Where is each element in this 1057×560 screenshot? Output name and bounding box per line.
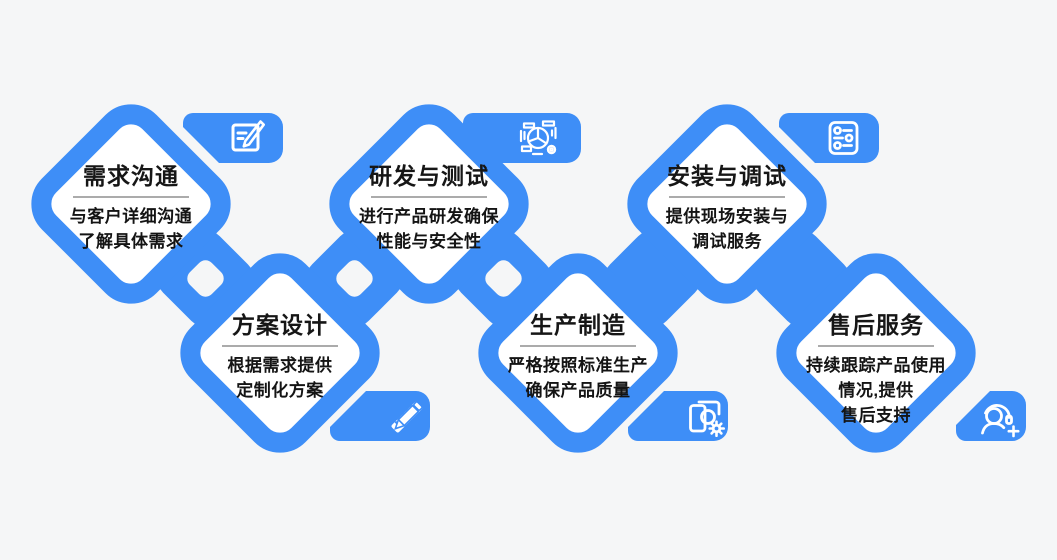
node-2-badge — [330, 391, 430, 441]
connector-hole-3-4 — [485, 260, 522, 297]
node-3-description: 进行产品研发确保 性能与安全性 — [334, 204, 524, 254]
node-1-divider — [73, 196, 189, 198]
node-6-divider — [818, 345, 934, 347]
node-4-title: 生产制造 — [530, 312, 626, 338]
desc-line: 了解具体需求 — [78, 232, 184, 251]
node-1-diamond — [31, 104, 231, 304]
node-2: 方案设计 根据需求提供 定制化方案 — [185, 311, 375, 403]
connector-hole-1-2 — [187, 260, 224, 297]
node-2-divider — [222, 345, 338, 347]
desc-line: 持续跟踪产品使用 — [806, 356, 946, 375]
desc-line: 严格按照标准生产 — [508, 356, 648, 375]
node-5: 安装与调试 提供现场安装与 调试服务 — [632, 162, 822, 254]
desc-line: 根据需求提供 — [227, 356, 333, 375]
node-6-badge — [956, 391, 1026, 441]
machine-inspection-icon — [689, 400, 725, 437]
node-5-description: 提供现场安装与 调试服务 — [632, 204, 822, 254]
desc-line: 调试服务 — [692, 232, 762, 251]
node-6-description: 持续跟踪产品使用 情况,提供 售后支持 — [781, 353, 971, 428]
desc-line: 确保产品质量 — [525, 381, 631, 400]
node-6: 售后服务 持续跟踪产品使用 情况,提供 售后支持 — [781, 311, 971, 428]
desc-line: 情况,提供 — [838, 381, 914, 400]
desc-line: 进行产品研发确保 — [359, 207, 499, 226]
node-2-diamond — [180, 253, 380, 453]
ruler-pencil-icon — [391, 401, 423, 433]
product-analysis-icon — [519, 120, 557, 156]
node-3-title: 研发与测试 — [369, 163, 489, 189]
desc-line: 性能与安全性 — [376, 232, 482, 251]
desc-line: 提供现场安装与 — [665, 207, 789, 226]
node-4-diamond — [478, 253, 678, 453]
node-5-title: 安装与调试 — [667, 163, 787, 189]
desc-line: 定制化方案 — [236, 381, 324, 400]
edit-note-icon — [231, 120, 265, 152]
node-2-description: 根据需求提供 定制化方案 — [185, 353, 375, 403]
node-6-diamond — [776, 253, 976, 453]
node-1-title: 需求沟通 — [83, 163, 179, 189]
node-1-description: 与客户详细沟通 了解具体需求 — [36, 204, 226, 254]
desc-line: 售后支持 — [841, 406, 911, 425]
node-4-description: 严格按照标准生产 确保产品质量 — [483, 353, 673, 403]
node-5-diamond — [627, 104, 827, 304]
node-5-divider — [669, 196, 785, 198]
connector-hole-2-3 — [336, 260, 373, 297]
node-4-divider — [520, 345, 636, 347]
node-4: 生产制造 严格按照标准生产 确保产品质量 — [483, 311, 673, 403]
gear-icon — [708, 420, 725, 437]
node-4-badge — [628, 391, 728, 441]
desc-line: 与客户详细沟通 — [69, 207, 193, 226]
node-1: 需求沟通 与客户详细沟通 了解具体需求 — [36, 162, 226, 254]
node-2-title: 方案设计 — [232, 312, 328, 338]
node-3: 研发与测试 进行产品研发确保 性能与安全性 — [334, 162, 524, 254]
node-3-diamond — [329, 104, 529, 304]
node-3-divider — [371, 196, 487, 198]
node-6-title: 售后服务 — [828, 312, 924, 338]
control-sliders-icon — [828, 121, 859, 155]
headset-support-icon — [981, 404, 1020, 438]
